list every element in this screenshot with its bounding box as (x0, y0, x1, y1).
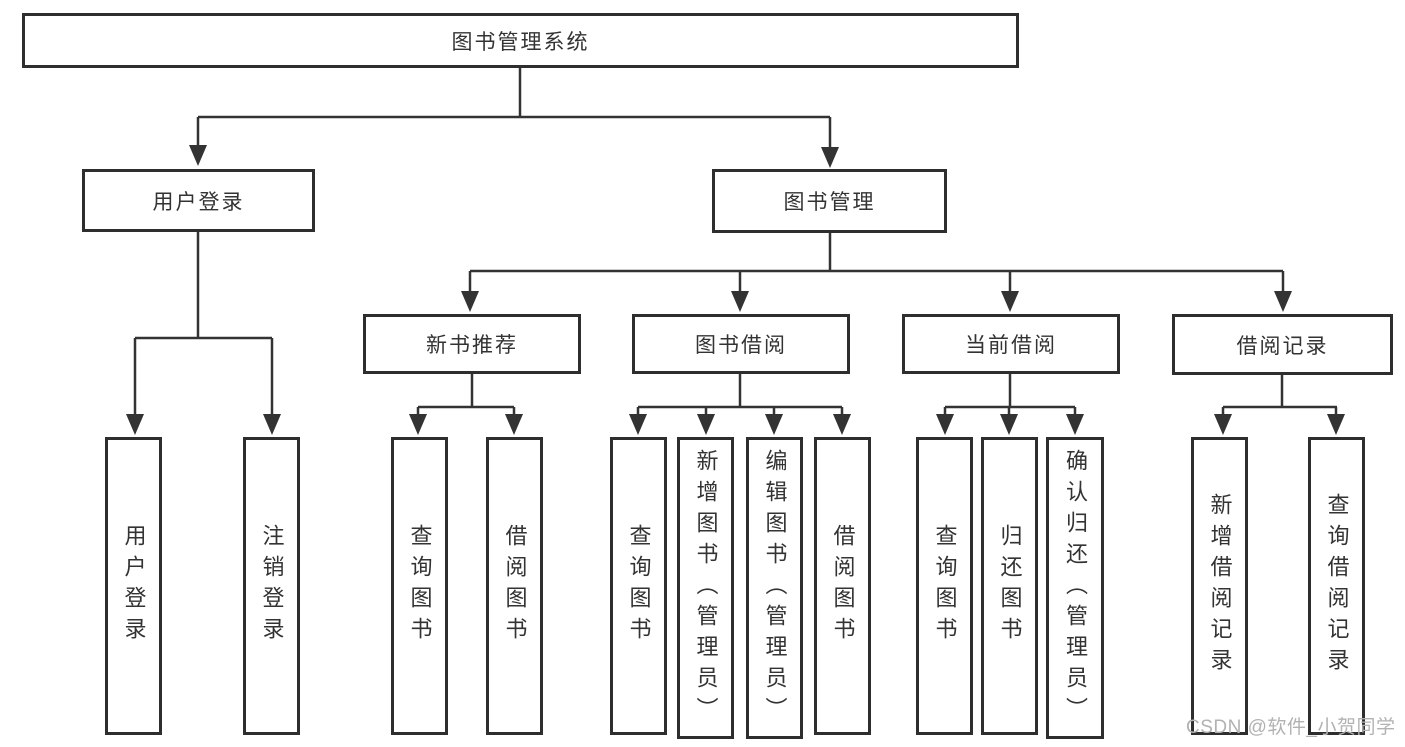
leaf-confirm-return-admin: 确认归还（管理员） (1046, 437, 1104, 739)
node-label: 图书管理 (783, 191, 876, 214)
node-label: 图书借阅 (695, 334, 787, 357)
node-user-login: 用户登录 (82, 169, 315, 232)
connector-path (133, 68, 1338, 419)
watermark: CSDN @软件_小贺同学 (1186, 717, 1396, 738)
node-label: 注销登录 (259, 524, 285, 648)
node-label: 当前借阅 (965, 334, 1057, 357)
node-label: 借阅图书 (502, 524, 528, 648)
leaf-borrow-books-1: 借阅图书 (486, 437, 543, 735)
node-label: 查询图书 (407, 524, 433, 648)
node-label: 新书推荐 (426, 334, 518, 357)
node-book-borrowing: 图书借阅 (632, 314, 850, 374)
node-book-management: 图书管理 (712, 169, 947, 233)
leaf-edit-books-admin: 编辑图书（管理员） (746, 437, 803, 739)
node-label: 用户登录 (121, 524, 147, 648)
leaf-add-borrow-record: 新增借阅记录 (1191, 437, 1248, 735)
leaf-query-books-3: 查询图书 (916, 437, 973, 735)
leaf-logout: 注销登录 (243, 437, 300, 735)
node-label: 编辑图书（管理员） (762, 448, 788, 728)
node-label: 查询图书 (932, 524, 958, 648)
node-label: 用户登录 (152, 190, 245, 214)
node-new-book-recommend: 新书推荐 (363, 314, 581, 374)
node-borrowing-records: 借阅记录 (1172, 314, 1393, 375)
node-label: 图书管理系统 (451, 30, 590, 54)
node-label: 查询图书 (626, 524, 652, 648)
leaf-query-books-1: 查询图书 (391, 437, 448, 735)
node-label: 新增借阅记录 (1207, 493, 1233, 679)
node-label: 查询借阅记录 (1324, 493, 1350, 679)
node-label: 借阅记录 (1236, 334, 1329, 358)
leaf-query-books-2: 查询图书 (610, 437, 667, 735)
node-label: 新增图书（管理员） (693, 448, 719, 728)
leaf-user-login: 用户登录 (105, 437, 162, 735)
leaf-query-borrow-record: 查询借阅记录 (1308, 437, 1365, 735)
leaf-borrow-books-2: 借阅图书 (814, 437, 871, 735)
node-library-management-system: 图书管理系统 (22, 13, 1019, 68)
leaf-add-books-admin: 新增图书（管理员） (677, 437, 734, 739)
node-label: 确认归还（管理员） (1063, 448, 1088, 728)
node-label: 借阅图书 (830, 524, 856, 648)
node-label: 归还图书 (997, 524, 1023, 648)
node-current-borrowing: 当前借阅 (902, 314, 1120, 374)
leaf-return-books: 归还图书 (981, 437, 1038, 735)
